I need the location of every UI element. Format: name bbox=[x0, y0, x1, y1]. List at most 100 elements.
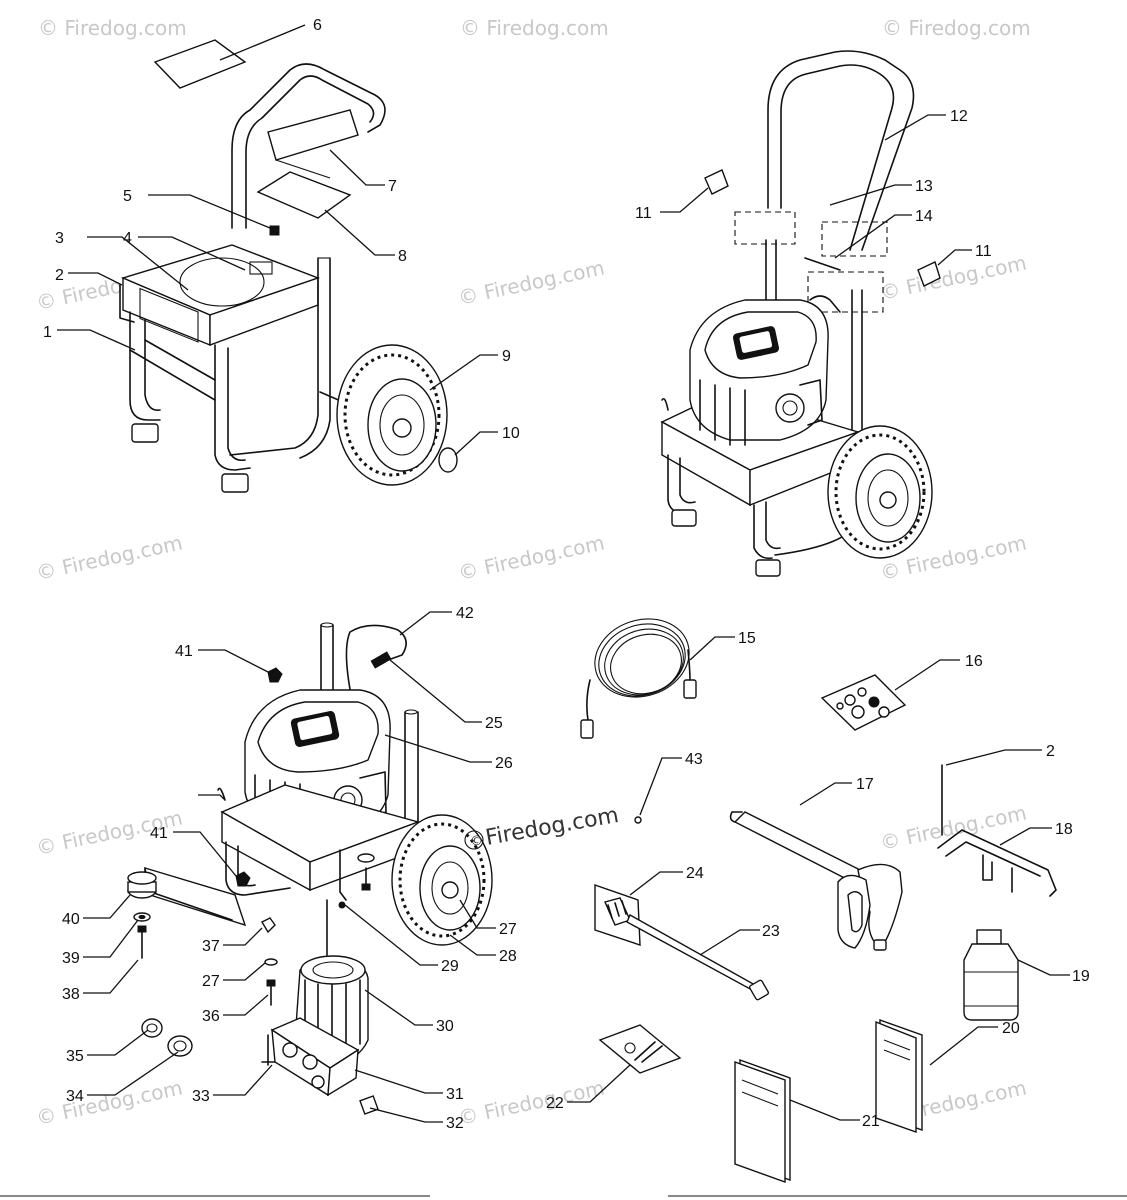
callout-label: 28 bbox=[499, 948, 517, 965]
callout-label: 36 bbox=[202, 1008, 220, 1025]
watermark-layer: © Firedog.com © Firedog.com © Firedog.co… bbox=[34, 16, 1031, 1130]
callout-labels: 1 2 3 4 5 6 7 8 9 10 11 12 13 14 11 15 1… bbox=[43, 17, 1090, 1132]
watermark: © Firedog.com bbox=[460, 16, 609, 40]
hanger-18 bbox=[937, 829, 1057, 897]
watermark: © Firedog.com bbox=[878, 250, 1028, 304]
callout-label: 41 bbox=[150, 825, 168, 842]
decal-6 bbox=[153, 39, 247, 89]
callout-label: 6 bbox=[313, 17, 322, 34]
callout-label: 15 bbox=[738, 630, 756, 647]
fitting-34 bbox=[167, 1035, 193, 1057]
watermark: © Firedog.com bbox=[34, 530, 184, 584]
callout-label: 31 bbox=[446, 1086, 464, 1103]
wheel-9 bbox=[336, 344, 448, 486]
watermark: © Firedog.com bbox=[456, 255, 606, 309]
callout-label: 24 bbox=[686, 865, 704, 882]
leader-lines bbox=[57, 24, 1070, 1123]
callout-label: 4 bbox=[123, 230, 132, 247]
callout-label: 16 bbox=[965, 653, 983, 670]
kit-16 bbox=[820, 674, 907, 731]
callout-label: 2 bbox=[1046, 743, 1055, 760]
spray-gun-17 bbox=[729, 811, 903, 951]
watermark: © Firedog.com bbox=[34, 1075, 184, 1129]
frame-assembly bbox=[119, 39, 458, 493]
foot-pad bbox=[144, 867, 247, 927]
callout-label: 25 bbox=[485, 715, 503, 732]
callout-label: 40 bbox=[62, 911, 80, 928]
callout-label: 21 bbox=[862, 1113, 880, 1130]
hose-15 bbox=[580, 618, 697, 739]
callout-label: 13 bbox=[915, 178, 933, 195]
wheel bbox=[827, 425, 933, 559]
callout-label: 8 bbox=[398, 248, 407, 265]
brand-mark: © Firedog.com bbox=[464, 803, 621, 851]
watermark: © Firedog.com bbox=[456, 1075, 606, 1129]
callout-label: 1 bbox=[43, 324, 52, 341]
hose-clip-2 bbox=[119, 284, 135, 323]
accessories bbox=[580, 618, 1057, 1183]
callout-label: 35 bbox=[66, 1048, 84, 1065]
callout-label: 3 bbox=[55, 230, 64, 247]
engine-pump-assembly bbox=[127, 622, 493, 1115]
callout-label: 20 bbox=[1002, 1020, 1020, 1037]
callout-label: 34 bbox=[66, 1088, 84, 1105]
key-37 bbox=[261, 917, 276, 934]
watermark: © Firedog.com bbox=[882, 16, 1031, 40]
callout-label: 27 bbox=[499, 921, 517, 938]
handle-12 bbox=[767, 50, 915, 251]
wand-23 bbox=[594, 884, 770, 1001]
o-ring-43 bbox=[634, 816, 642, 824]
callout-label: 38 bbox=[62, 986, 80, 1003]
callout-label: 5 bbox=[123, 188, 132, 205]
manual-21 bbox=[734, 1059, 791, 1183]
callout-label: 19 bbox=[1072, 968, 1090, 985]
clip-14 bbox=[809, 295, 841, 313]
callout-label: 39 bbox=[62, 950, 80, 967]
knob-11 bbox=[917, 261, 941, 287]
oil-bottle-19 bbox=[963, 929, 1019, 1021]
watermark: © Firedog.com bbox=[38, 16, 187, 40]
watermark: © Firedog.com bbox=[878, 800, 1028, 854]
plug-32 bbox=[359, 1095, 379, 1115]
spark-wire-42 bbox=[345, 624, 407, 701]
nut-41 bbox=[235, 871, 251, 887]
callout-label: 29 bbox=[441, 958, 459, 975]
callout-label: 10 bbox=[502, 425, 520, 442]
assembled-unit bbox=[660, 50, 941, 577]
brand-text: Firedog.com bbox=[484, 803, 621, 851]
nut-5 bbox=[269, 225, 280, 236]
callout-label: 41 bbox=[175, 643, 193, 660]
packet-22 bbox=[598, 1024, 682, 1074]
knob-11 bbox=[704, 169, 729, 195]
callout-label: 42 bbox=[456, 605, 474, 622]
callout-label: 17 bbox=[856, 776, 874, 793]
callout-label: 11 bbox=[975, 243, 992, 260]
callout-label: 37 bbox=[202, 938, 220, 955]
washer-27 bbox=[264, 958, 278, 966]
callout-label: 23 bbox=[762, 923, 780, 940]
callout-label: 7 bbox=[388, 178, 397, 195]
callout-label: 2 bbox=[55, 267, 64, 284]
inlet-35 bbox=[141, 1018, 163, 1038]
engine bbox=[689, 299, 829, 446]
bolt-13 bbox=[804, 257, 841, 271]
callout-label: 26 bbox=[495, 755, 513, 772]
svg-text:©: © bbox=[470, 834, 483, 849]
plug-boot-25 bbox=[370, 651, 392, 669]
callout-label: 27 bbox=[202, 973, 220, 990]
callout-label: 9 bbox=[502, 348, 511, 365]
callout-label: 43 bbox=[685, 751, 703, 768]
nut-41 bbox=[267, 667, 283, 683]
callout-label: 18 bbox=[1055, 821, 1073, 838]
callout-label: 22 bbox=[546, 1095, 564, 1112]
pump-30 bbox=[261, 955, 369, 1097]
callout-label: 12 bbox=[950, 108, 968, 125]
panel-7 bbox=[267, 109, 359, 161]
hub-cap-10 bbox=[438, 447, 458, 473]
callout-label: 14 bbox=[915, 208, 933, 225]
callout-label: 33 bbox=[192, 1088, 210, 1105]
callout-label: 11 bbox=[635, 205, 652, 222]
callout-label: 30 bbox=[436, 1018, 454, 1035]
callout-label: 32 bbox=[446, 1115, 464, 1132]
